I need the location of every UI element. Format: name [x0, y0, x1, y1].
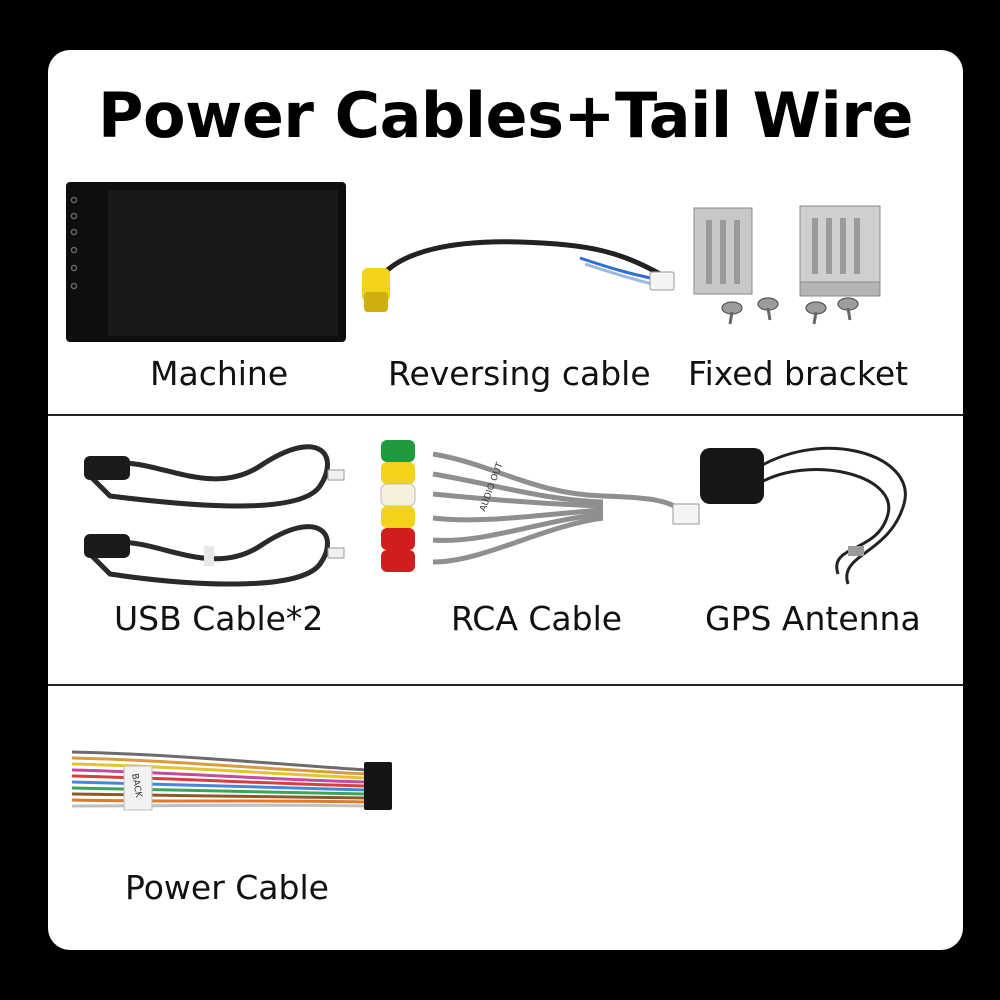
power-harness-tag-text: BACK — [129, 773, 143, 800]
divider-row-2 — [48, 684, 963, 686]
power-cable-image: BACK — [66, 744, 406, 824]
fixed-bracket-image — [690, 204, 900, 334]
rca-cable-label: RCA Cable — [451, 599, 623, 638]
fixed-bracket-label: Fixed bracket — [688, 354, 909, 393]
machine-image — [66, 182, 346, 344]
usb-cable-image — [70, 436, 360, 587]
rca-cable-image: AUDIO OUT — [373, 434, 703, 584]
gps-antenna-image — [698, 434, 918, 585]
reversing-cable-image — [360, 230, 680, 320]
product-contents-card: Power Cables+Tail Wire Machine Reve — [48, 50, 963, 950]
usb-cable-label: USB Cable*2 — [114, 599, 324, 638]
power-cable-label: Power Cable — [125, 868, 329, 907]
divider-row-1 — [48, 414, 963, 416]
gps-antenna-label: GPS Antenna — [705, 599, 921, 638]
machine-label: Machine — [150, 354, 289, 393]
reversing-cable-label: Reversing cable — [388, 354, 651, 393]
page-title: Power Cables+Tail Wire — [98, 79, 913, 152]
